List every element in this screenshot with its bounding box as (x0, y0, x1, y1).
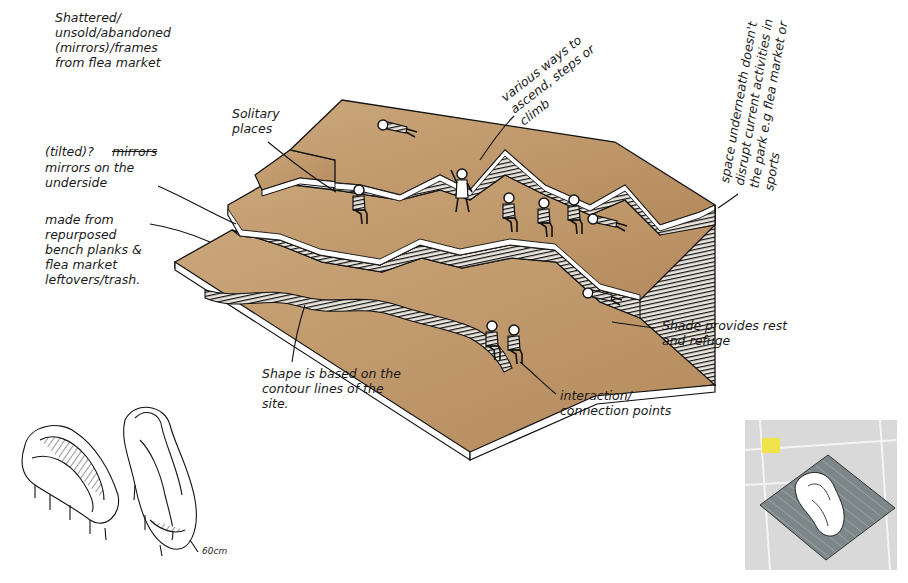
callout-note: space underneath doesn't disrupt current… (717, 4, 807, 192)
label-holder: 60cm (202, 546, 242, 557)
label-holder: Shape is based on the contour lines of t… (262, 366, 402, 411)
label-holder: made from repurposed bench planks & flea… (45, 212, 150, 287)
callout-note: interaction/ connection points (560, 388, 675, 418)
label-holder: space underneath doesn't disrupt current… (717, 4, 807, 192)
callout-note: Shape is based on the contour lines of t… (262, 366, 402, 411)
label-holder: mirrors (112, 144, 172, 159)
label-holder: various ways to ascend, steps or climb (498, 13, 628, 128)
callout-note: (tilted)? (45, 144, 117, 159)
callout-note: Solitary places (232, 106, 304, 136)
material-note: made from repurposed bench planks & flea… (45, 212, 150, 287)
label-holder: Shade provides rest and refuge (662, 318, 802, 348)
label-holder: Solitary places (232, 106, 304, 136)
label-holder: Shattered/ unsold/abandoned (mirrors)/fr… (55, 10, 180, 70)
label-holder: mirrors on the underside (45, 160, 157, 190)
label-holder: (tilted)? (45, 144, 117, 159)
callout-note: mirrors on the underside (45, 160, 157, 190)
material-note: Shattered/ unsold/abandoned (mirrors)/fr… (55, 10, 180, 70)
struck-word: mirrors (112, 144, 172, 159)
label-holder: interaction/ connection points (560, 388, 675, 418)
dimension-label: 60cm (202, 546, 242, 557)
callout-note: Shade provides rest and refuge (662, 318, 802, 348)
callout-note: various ways to ascend, steps or climb (498, 13, 628, 128)
